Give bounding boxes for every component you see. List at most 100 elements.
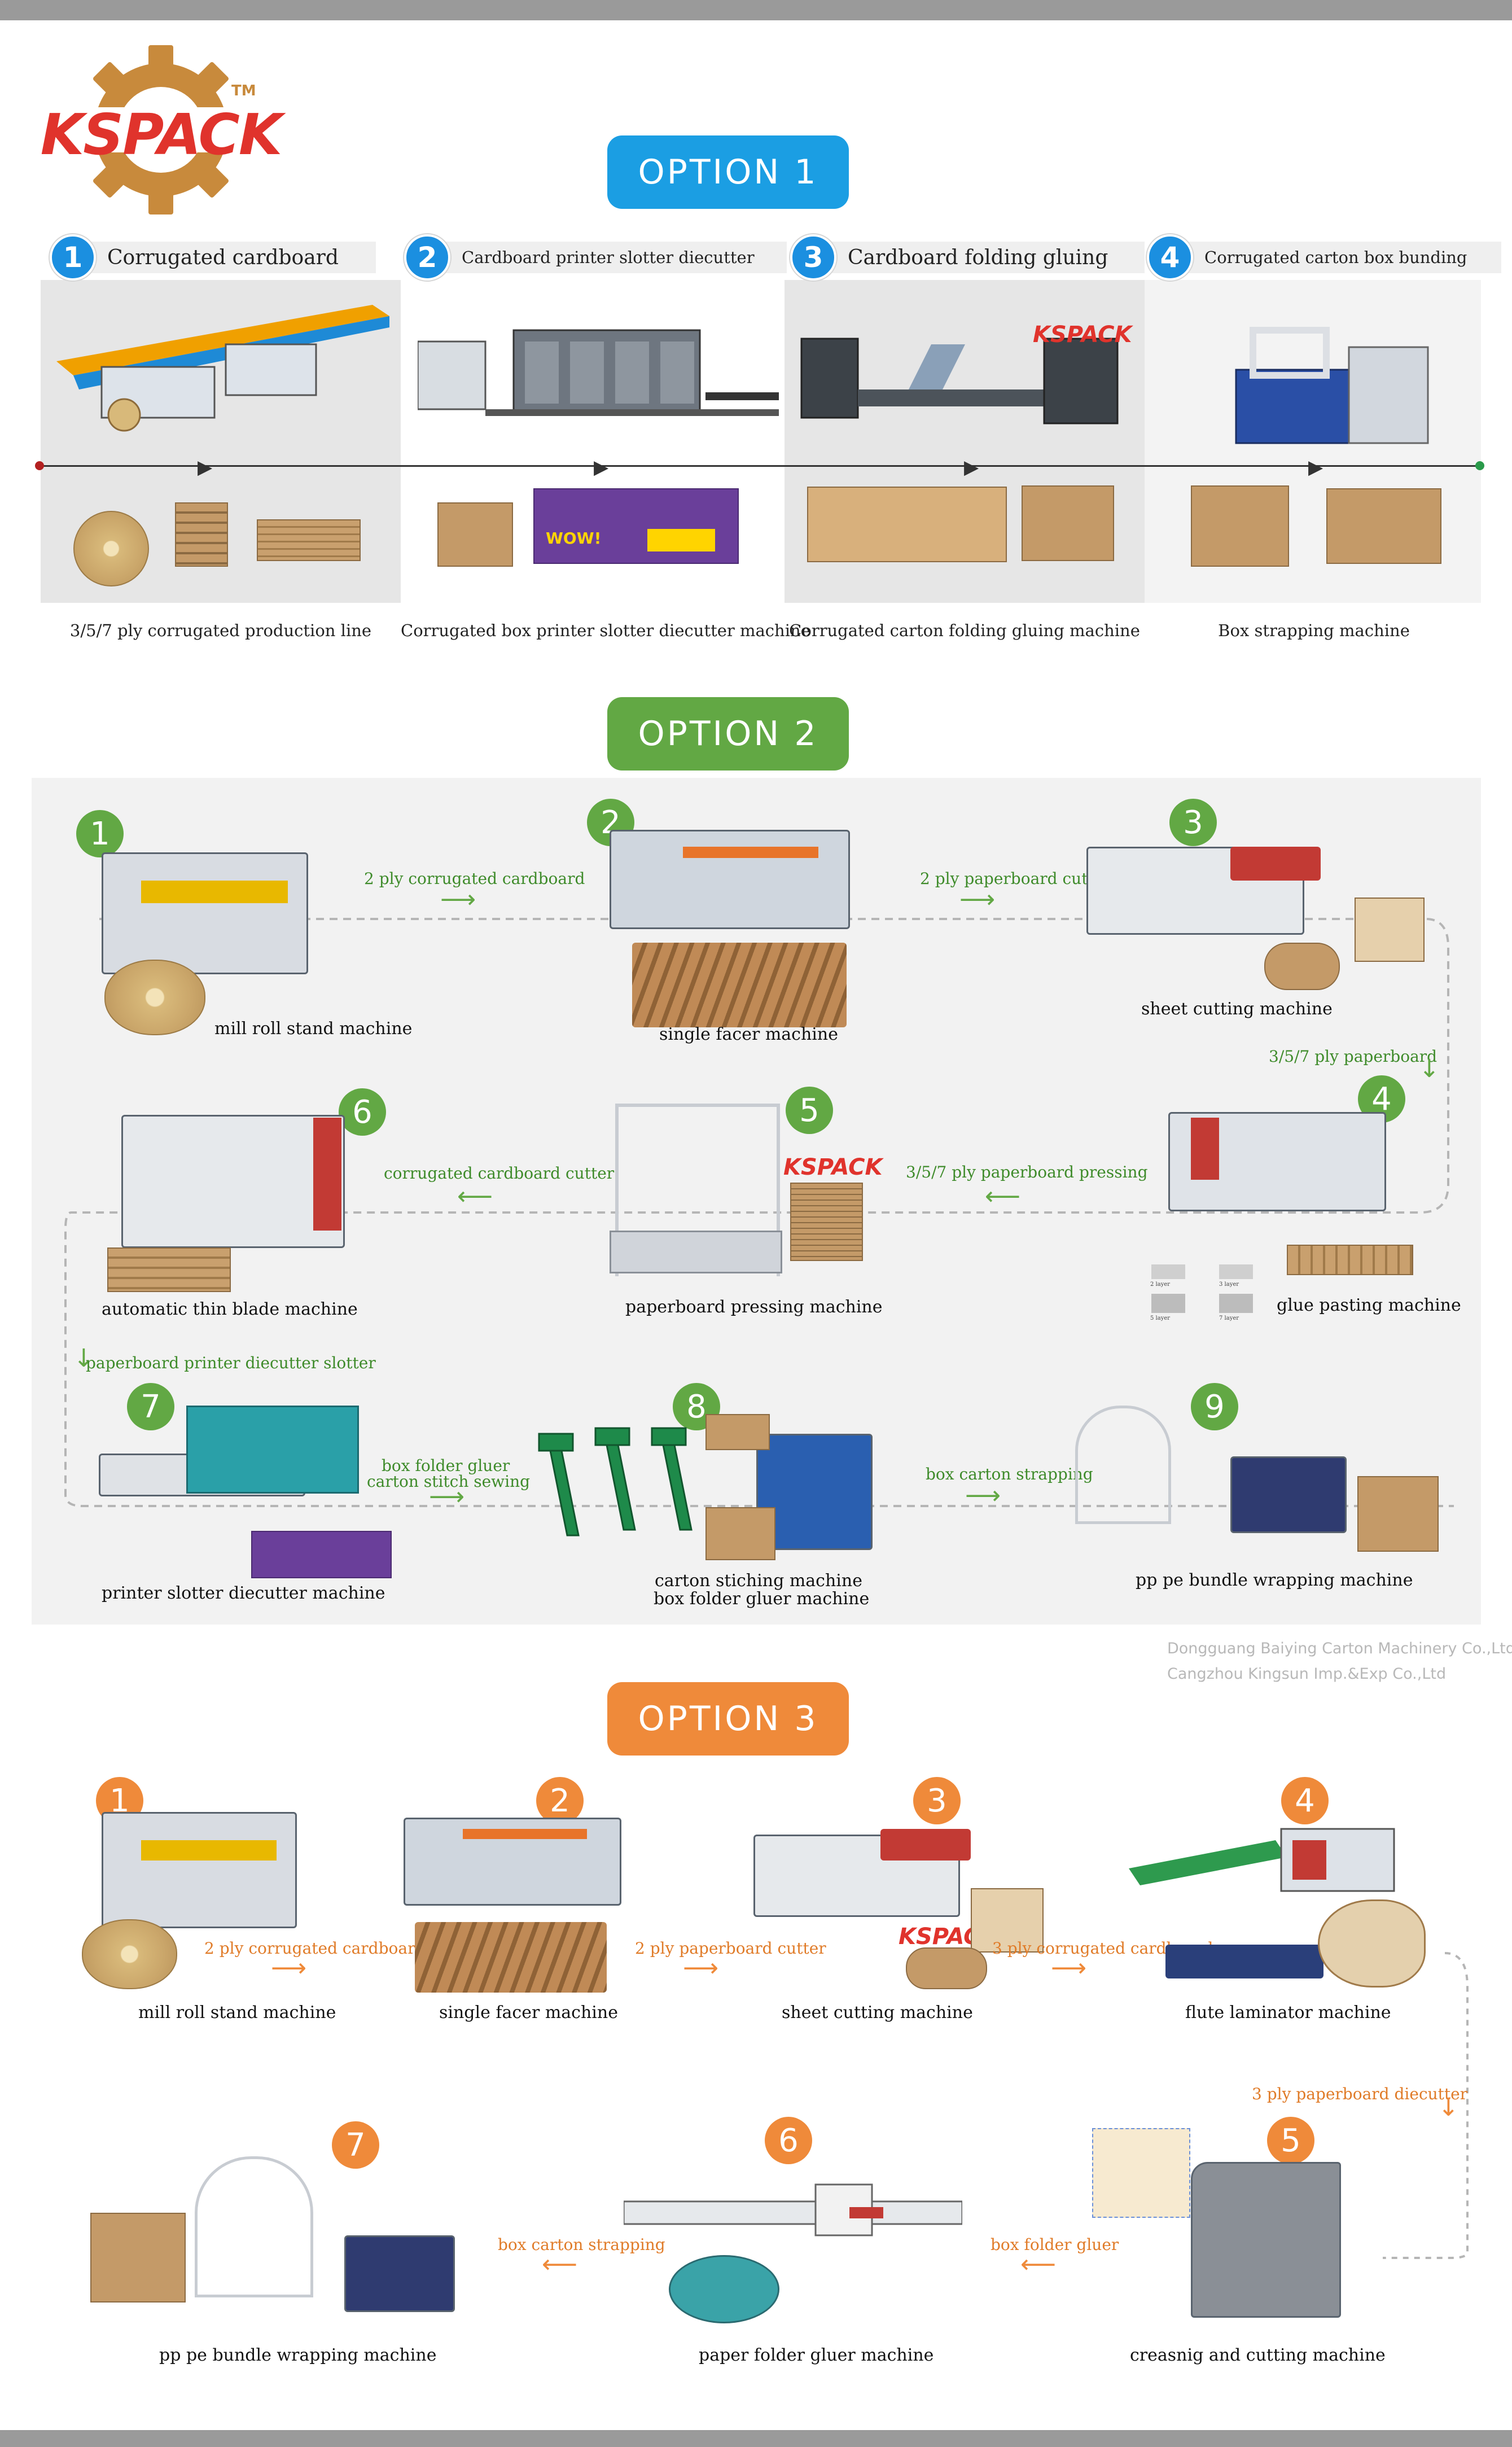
option3-step-4-number: 4 xyxy=(1281,1777,1329,1824)
corrugated-roll-image xyxy=(1264,943,1340,990)
option2-flow-label-2-3: 2 ply paperboard cutter xyxy=(920,869,1111,888)
kraft-paper-roll-image xyxy=(104,960,205,1035)
option2-flow-label-3-4: 3/5/7 ply paperboard xyxy=(1269,1047,1438,1066)
option1-step-2-header: 2 Cardboard printer slotter diecutter xyxy=(404,234,787,281)
option1-caption-2: Corrugated box printer slotter diecutter… xyxy=(401,621,810,640)
carton-stitching-machine-image xyxy=(528,1417,714,1541)
option3-step-2-number: 2 xyxy=(536,1777,584,1824)
flow-end-dot xyxy=(1475,461,1484,470)
option1-flow-line xyxy=(40,465,1482,467)
option2-step-1-number: 1 xyxy=(76,810,124,857)
option2-step-9-number: 9 xyxy=(1191,1383,1238,1430)
option2-flow-label-5-6: corrugated cardboard cutter xyxy=(384,1164,615,1183)
corrugated-paper-image xyxy=(415,1922,607,1993)
option2-caption-9: pp pe bundle wrapping machine xyxy=(1136,1570,1413,1590)
option2-step-5-number: 5 xyxy=(786,1087,833,1134)
option2-caption-4: glue pasting machine xyxy=(1277,1295,1461,1315)
brand-logo: KSPACK TM xyxy=(40,45,282,220)
option3-step-7-number: 7 xyxy=(332,2121,379,2169)
option3-step-5-number: 5 xyxy=(1267,2117,1314,2164)
option1-step-1-header: 1 Corrugated cardboard xyxy=(50,234,376,281)
option3-step-3-number: 3 xyxy=(913,1777,961,1824)
corrugated-sheet-image xyxy=(971,1888,1044,1953)
option1-step-4-header: 4 Corrugated carton box bunding xyxy=(1147,234,1501,281)
box-folder-gluer-image xyxy=(756,1434,873,1550)
gear-logo-icon xyxy=(40,45,282,215)
step-title: Cardboard folding gluing xyxy=(829,242,1145,273)
option2-step-6-number: 6 xyxy=(339,1088,386,1136)
cardboard-sheets-image xyxy=(175,502,228,567)
option2-caption-6: automatic thin blade machine xyxy=(102,1299,358,1319)
strapping-machine-image xyxy=(1230,1456,1347,1533)
option3-caption-4: flute laminator machine xyxy=(1185,2003,1391,2023)
option3-caption-2: single facer machine xyxy=(439,2003,618,2023)
option3-flow-label-6-7: box carton strapping xyxy=(498,2235,665,2254)
paper-folder-gluer-image xyxy=(623,2168,963,2252)
option2-caption-5: paperboard pressing machine xyxy=(625,1297,883,1317)
folder-gluer-image xyxy=(796,327,1134,435)
option2-flow-label-1-2: 2 ply corrugated cardboard xyxy=(364,869,585,888)
option2-caption-1: mill roll stand machine xyxy=(214,1019,413,1039)
arrow-right-icon: ▶ xyxy=(594,456,609,479)
paperboard-pressing-image xyxy=(615,1104,780,1276)
step-number: 4 xyxy=(1147,234,1193,281)
bottom-bar xyxy=(0,2430,1512,2447)
arrow-down-icon: ↓ xyxy=(73,1344,94,1373)
box-strapping-machine-image xyxy=(1230,325,1434,454)
corrugated-production-line-image xyxy=(56,299,389,435)
arrow-right-icon: ⟶ xyxy=(440,885,476,914)
option1-caption-3: Corrugated carton folding gluing machine xyxy=(789,621,1140,640)
option3-flow-path xyxy=(1383,1952,1469,2259)
arrow-left-icon: ⟵ xyxy=(985,1182,1021,1211)
glue-pasting-red-roller xyxy=(1191,1118,1219,1180)
paper-roll-image xyxy=(73,511,149,586)
open-carton-image xyxy=(1022,485,1114,561)
option-3-title: OPTION 3 xyxy=(607,1682,849,1756)
step-title: Cardboard printer slotter diecutter xyxy=(442,242,787,273)
layer-label: 5 layer xyxy=(1150,1315,1171,1321)
pressed-board-stack-image xyxy=(790,1183,863,1261)
option1-caption-4: Box strapping machine xyxy=(1218,621,1410,640)
kraft-paper-roll-image xyxy=(82,1919,177,1989)
die-cut-template-image xyxy=(1092,2128,1190,2218)
corrugated-sheet-image xyxy=(1355,898,1425,962)
creasing-cutting-machine-image xyxy=(1191,2162,1341,2318)
arrow-right-icon: ⟶ xyxy=(1051,1954,1087,1982)
box-print-text: WOW! xyxy=(546,529,602,548)
arrow-left-icon: ⟵ xyxy=(457,1182,493,1211)
strapped-boxes-image xyxy=(1191,485,1289,567)
arrow-right-icon: ▶ xyxy=(198,456,213,479)
option2-caption-3: sheet cutting machine xyxy=(1141,999,1333,1019)
arrow-down-icon: ↓ xyxy=(1419,1054,1440,1083)
bundled-boxes-image xyxy=(1357,1476,1439,1552)
option-1-title: OPTION 1 xyxy=(607,135,849,209)
step-title: Corrugated carton box bunding xyxy=(1185,242,1501,273)
layer-label: 3 layer xyxy=(1219,1281,1239,1288)
cardboard-stack-image xyxy=(257,519,361,561)
logo-text: KSPACK xyxy=(40,102,283,168)
open-carton-image xyxy=(705,1414,770,1450)
company-name-1: Dongguang Baiying Carton Machinery Co.,L… xyxy=(1167,1640,1512,1657)
laminated-board-sample-image xyxy=(1318,1899,1426,1988)
option1-caption-1: 3/5/7 ply corrugated production line xyxy=(69,621,372,640)
kspack-watermark-logo: KSPACK xyxy=(783,1154,883,1180)
flow-start-dot xyxy=(35,461,44,470)
option1-step-3-header: 3 Cardboard folding gluing xyxy=(790,234,1145,281)
printed-folders-image xyxy=(669,2255,779,2323)
option3-flow-label-5-6: box folder gluer xyxy=(991,2235,1119,2254)
top-bar xyxy=(0,0,1512,20)
option2-flow-label-6-7: paperboard printer diecutter slotter xyxy=(86,1354,376,1372)
pressing-machine-base xyxy=(610,1231,782,1273)
layer-label: 7 layer xyxy=(1219,1315,1239,1321)
thin-blade-red-panel xyxy=(313,1118,341,1231)
printer-slotter-teal-units xyxy=(186,1406,359,1494)
arrow-right-icon: ⟶ xyxy=(271,1954,307,1982)
pasted-board-image xyxy=(1287,1245,1413,1275)
option2-caption-8b: box folder gluer machine xyxy=(654,1589,870,1609)
arrow-right-icon: ⟶ xyxy=(683,1954,719,1982)
roll-stand-arm xyxy=(141,881,288,903)
strapping-machine-image xyxy=(344,2235,455,2312)
bundle-wrapping-machine-image xyxy=(1075,1406,1171,1524)
option2-step-3-number: 3 xyxy=(1169,799,1217,846)
folded-carton-image xyxy=(705,1507,775,1560)
